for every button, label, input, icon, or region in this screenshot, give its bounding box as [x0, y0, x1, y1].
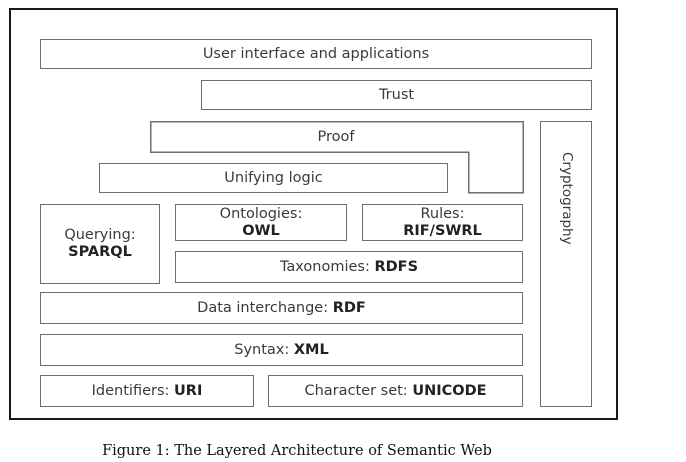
layer-trust-label: Trust — [378, 86, 415, 103]
layer-user-interface-label: User interface and applications — [202, 45, 430, 62]
layer-character-set: Character set: UNICODE — [268, 375, 523, 407]
layer-character-set-prefix: Character set: — [304, 382, 408, 399]
figure-caption: Figure 1: The Layered Architecture of Se… — [102, 443, 492, 459]
layer-proof-label: Proof — [317, 129, 355, 145]
layer-rules: Rules: RIF/SWRL — [362, 204, 523, 241]
layer-querying-tech: SPARQL — [68, 244, 132, 260]
layer-ontologies: Ontologies: OWL — [175, 204, 347, 241]
layer-taxonomies-tech: RDFS — [374, 258, 419, 275]
layer-ontologies-tech: OWL — [242, 222, 280, 239]
layer-identifiers-prefix: Identifiers: — [91, 382, 170, 399]
layer-unifying-logic-label: Unifying logic — [224, 169, 323, 186]
layer-identifiers: Identifiers: URI — [40, 375, 254, 407]
layer-proof: Proof — [150, 122, 522, 152]
layer-data-interchange: Data interchange: RDF — [40, 292, 523, 324]
layer-taxonomies: Taxonomies: RDFS — [175, 251, 523, 283]
layer-syntax: Syntax: XML — [40, 334, 523, 366]
layer-taxonomies-prefix: Taxonomies: — [279, 258, 370, 275]
layer-cryptography: Cryptography — [540, 121, 592, 407]
layer-syntax-tech: XML — [293, 341, 329, 358]
layer-trust: Trust — [201, 80, 592, 110]
layer-ontologies-prefix: Ontologies: — [219, 205, 303, 222]
layer-rules-tech: RIF/SWRL — [403, 222, 482, 239]
layer-identifiers-tech: URI — [174, 382, 203, 399]
layer-unifying-logic: Unifying logic — [99, 163, 448, 193]
layer-syntax-prefix: Syntax: — [234, 341, 290, 358]
layer-querying: Querying: SPARQL — [40, 204, 160, 284]
layer-data-interchange-prefix: Data interchange: — [197, 299, 329, 316]
layer-data-interchange-tech: RDF — [332, 299, 366, 316]
layer-rules-prefix: Rules: — [420, 205, 465, 222]
layer-cryptography-label: Cryptography — [559, 152, 575, 245]
layer-character-set-tech: UNICODE — [412, 382, 487, 399]
layer-user-interface: User interface and applications — [40, 39, 592, 69]
layer-querying-prefix: Querying: — [64, 227, 136, 244]
